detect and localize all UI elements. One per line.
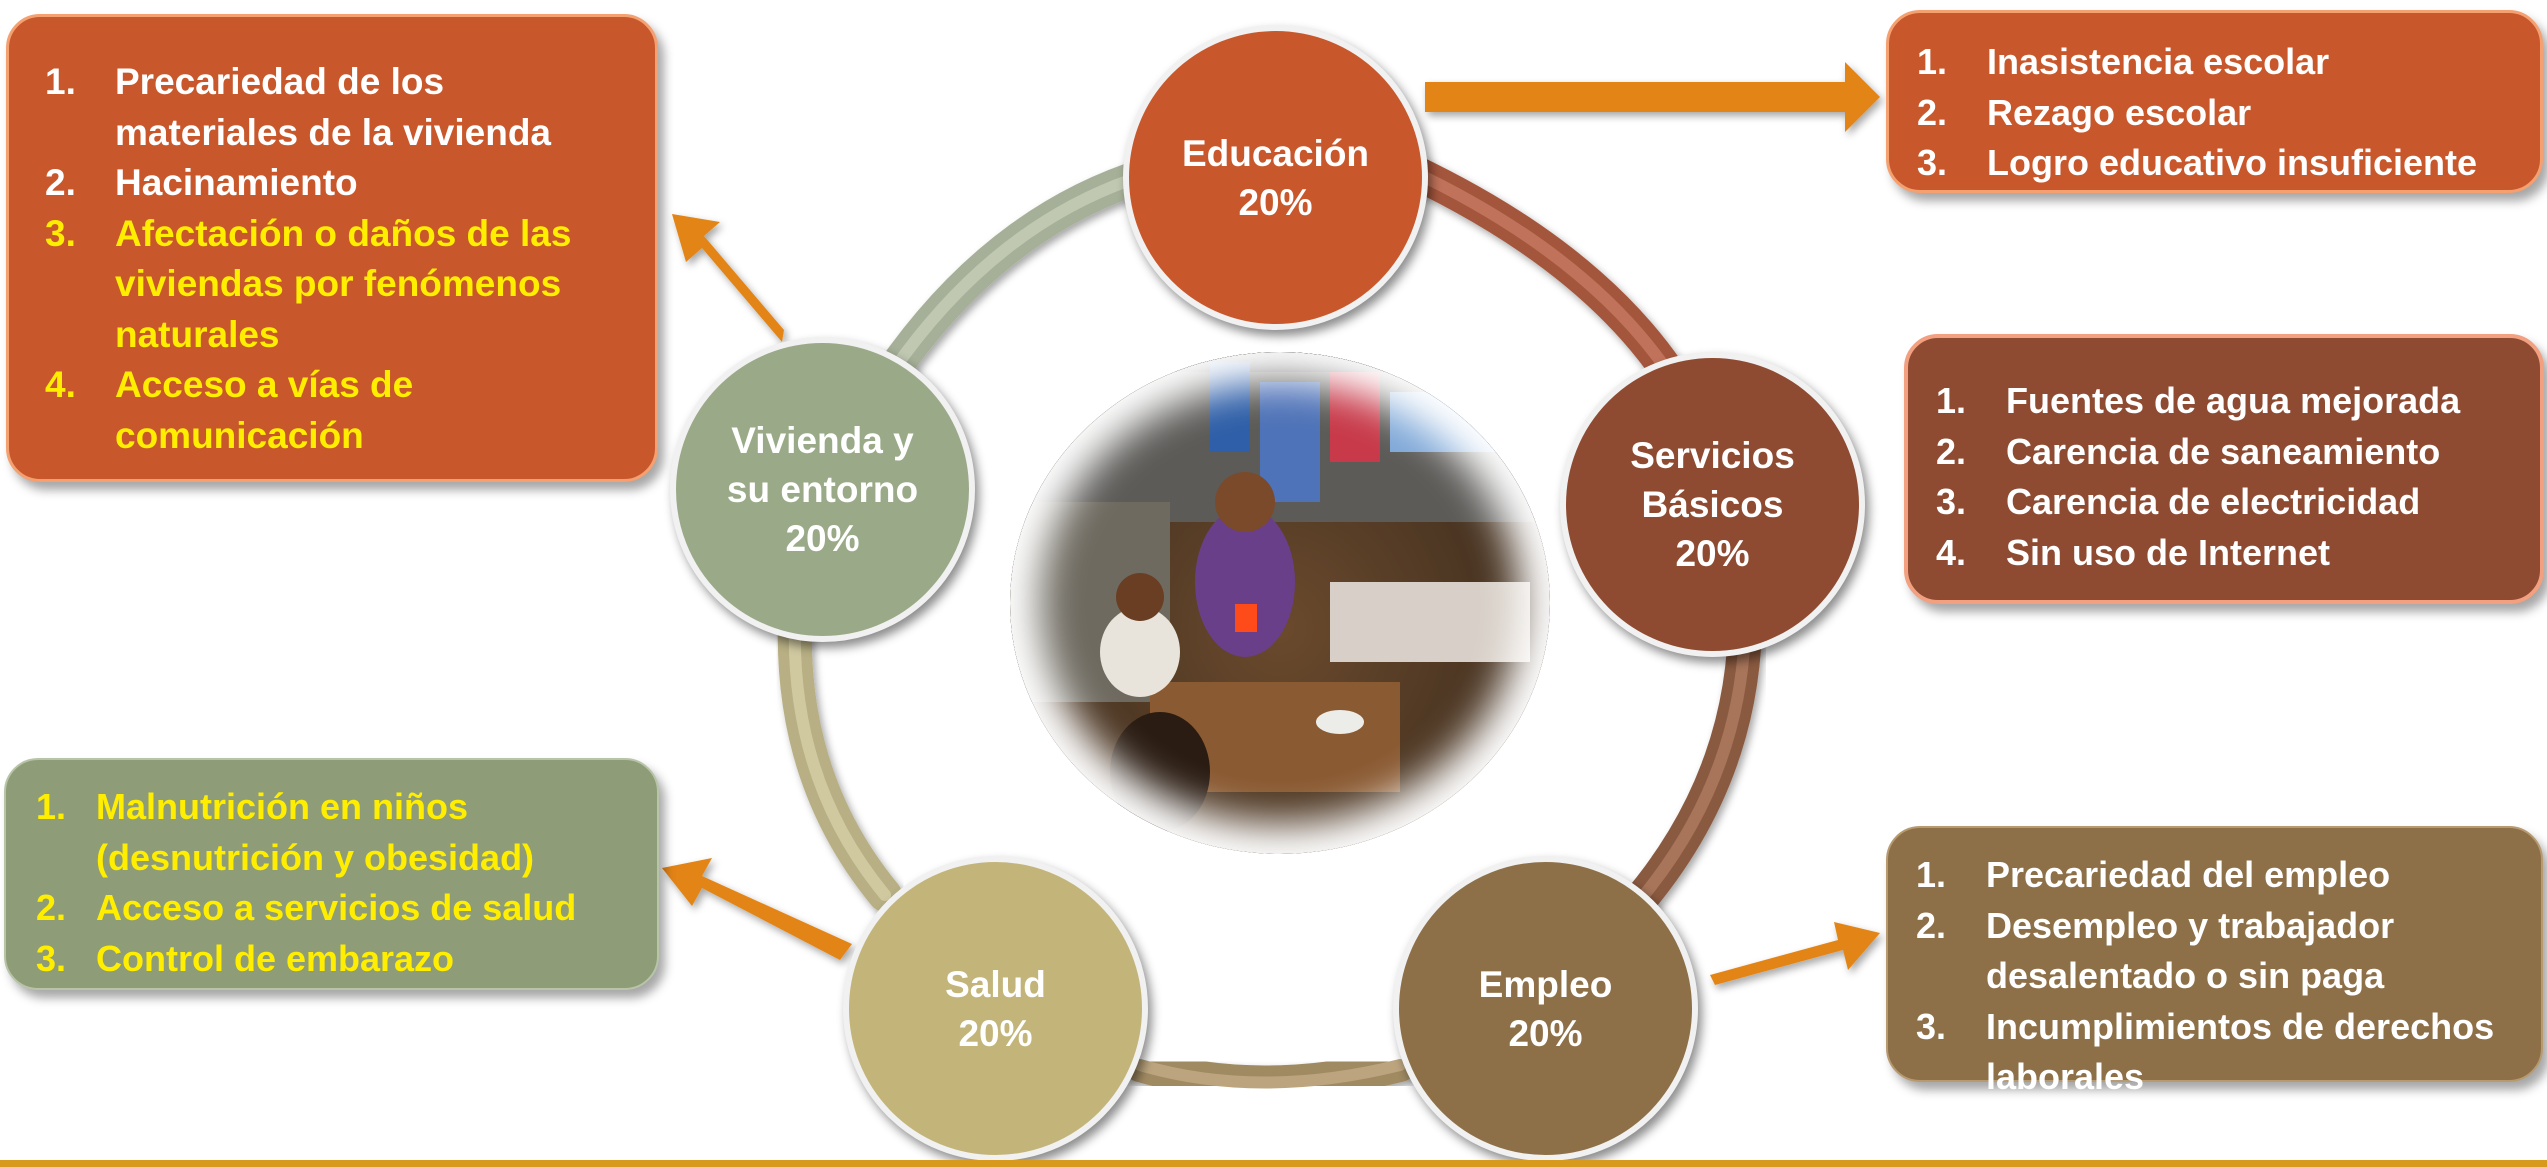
indicator-number: 1.	[1936, 380, 1967, 421]
photo-illustration	[1010, 352, 1550, 832]
node-empleo-pct: 20%	[1508, 1012, 1583, 1054]
list-servicios: 1. Fuentes de agua mejorada 2. Carencia de …	[1936, 376, 2520, 578]
indicator-vivienda-3: 3. Afectación o daños de las viviendas po…	[45, 209, 625, 361]
node-salud-label: Salud	[945, 963, 1046, 1005]
indicator-vivienda-2: 2. Hacinamiento	[45, 158, 625, 209]
node-vivienda: Vivienda y su entorno 20%	[670, 337, 975, 642]
node-servicios: Servicios Básicos 20%	[1560, 352, 1865, 657]
indicator-salud-3: 3. Control de embarazo	[36, 934, 637, 985]
indicator-number: 2.	[1917, 91, 1948, 133]
indicator-number: 3.	[36, 937, 67, 979]
indicator-number: 1.	[36, 786, 67, 827]
indicator-number: 4.	[1936, 531, 1967, 573]
box-servicios-indicators: 1. Fuentes de agua mejorada 2. Carencia de …	[1904, 334, 2544, 604]
indicator-number: 3.	[1936, 481, 1967, 522]
list-salud: 1. Malnutrición en niños (desnutrición y …	[36, 782, 637, 984]
indicator-number: 2.	[1916, 904, 1947, 946]
indicator-number: 1.	[1916, 854, 1947, 895]
indicator-text: Afectación o daños de las viviendas por …	[115, 212, 572, 355]
node-empleo: Empleo 20%	[1393, 856, 1698, 1161]
indicator-vivienda-4: 4. Acceso a vías de comunicación	[45, 360, 625, 461]
ring-segment-vivienda-educacion	[873, 163, 1147, 392]
list-empleo: 1. Precariedad del empleo 2. Desempleo y tr…	[1916, 850, 2521, 1103]
list-vivienda: 1. Precariedad de los materiales de la vi…	[45, 57, 625, 461]
indicator-salud-2: 2. Acceso a servicios de salud	[36, 883, 637, 934]
arrow-educacion	[1425, 62, 1880, 132]
indicator-servicios-1: 1. Fuentes de agua mejorada	[1936, 376, 2520, 427]
indicator-text: Precariedad del empleo	[1986, 854, 2391, 895]
arrow-empleo	[1710, 922, 1880, 985]
indicator-empleo-2: 2. Desempleo y trabajador desalentado o s…	[1916, 901, 2521, 1002]
indicator-text: Hacinamiento	[115, 162, 358, 203]
arrow-vivienda	[672, 214, 784, 342]
indicator-number: 4.	[45, 364, 76, 405]
indicator-text: Carencia de electricidad	[2006, 481, 2421, 522]
indicator-number: 3.	[1916, 1005, 1947, 1047]
ring-segment-educacion-servicios	[1393, 153, 1697, 407]
box-empleo-indicators: 1. Precariedad del empleo 2. Desempleo y tr…	[1886, 826, 2543, 1097]
indicator-text: Desempleo y trabajador desalentado o sin…	[1986, 904, 2395, 997]
indicator-number: 3.	[1917, 142, 1948, 183]
node-servicios-pct: 20%	[1675, 533, 1750, 574]
box-vivienda-indicators: 1. Precariedad de los materiales de la vi…	[6, 14, 658, 482]
indicator-educacion-1: 1. Inasistencia escolar	[1917, 37, 2520, 88]
indicator-text: Sin uso de Internet	[2006, 531, 2331, 573]
indicator-number: 1.	[1917, 41, 1948, 82]
indicator-number: 2.	[36, 887, 67, 928]
indicator-text: Malnutrición en niños (desnutrición y ob…	[96, 786, 535, 878]
node-salud-pct: 20%	[958, 1012, 1033, 1054]
center-photo-family	[1010, 352, 1550, 854]
indicator-empleo-3: 3. Incumplimientos de derechos laborales	[1916, 1002, 2521, 1103]
bottom-accent-line	[0, 1160, 2547, 1167]
node-vivienda-label: Vivienda y su entorno	[726, 420, 919, 510]
indicator-text: Inasistencia escolar	[1987, 41, 2330, 82]
node-empleo-label: Empleo	[1478, 963, 1613, 1005]
indicator-text: Precariedad de los materiales de la vivi…	[115, 61, 552, 153]
arrow-salud	[662, 858, 852, 960]
list-educacion: 1. Inasistencia escolar 2. Rezago escolar 3.…	[1917, 37, 2520, 189]
indicator-educacion-2: 2. Rezago escolar	[1917, 88, 2520, 139]
node-educacion-pct: 20%	[1238, 181, 1313, 223]
node-educacion-label: Educación	[1181, 132, 1370, 174]
indicator-text: Control de embarazo	[96, 937, 455, 979]
box-educacion-indicators: 1. Inasistencia escolar 2. Rezago escolar 3.…	[1886, 10, 2543, 193]
box-salud-indicators: 1. Malnutrición en niños (desnutrición y …	[4, 758, 659, 990]
indicator-text: Carencia de saneamiento	[2006, 430, 2441, 472]
indicator-salud-1: 1. Malnutrición en niños (desnutrición y …	[36, 782, 637, 883]
indicator-number: 3.	[45, 212, 76, 254]
indicator-number: 2.	[45, 162, 76, 203]
node-educacion: Educación 20%	[1123, 25, 1428, 330]
ring-segment-servicios-empleo	[1623, 613, 1762, 917]
indicator-number: 2.	[1936, 430, 1967, 472]
indicator-empleo-1: 1. Precariedad del empleo	[1916, 850, 2521, 901]
indicator-text: Rezago escolar	[1987, 91, 2252, 133]
indicator-text: Logro educativo insuficiente	[1987, 142, 2478, 183]
indicator-servicios-4: 4. Sin uso de Internet	[1936, 528, 2520, 579]
node-salud: Salud 20%	[843, 856, 1148, 1161]
node-servicios-label: Servicios Básicos	[1630, 435, 1795, 525]
indicator-text: Fuentes de agua mejorada	[2006, 380, 2461, 421]
indicator-vivienda-1: 1. Precariedad de los materiales de la vi…	[45, 57, 625, 158]
indicator-servicios-2: 2. Carencia de saneamiento	[1936, 427, 2520, 478]
indicator-text: Incumplimientos de derechos laborales	[1986, 1005, 2495, 1098]
node-vivienda-pct: 20%	[785, 518, 860, 559]
indicator-number: 1.	[45, 61, 76, 102]
indicator-text: Acceso a servicios de salud	[96, 887, 577, 928]
indicator-educacion-3: 3. Logro educativo insuficiente	[1917, 138, 2520, 189]
indicator-servicios-3: 3. Carencia de electricidad	[1936, 477, 2520, 528]
indicator-text: Acceso a vías de comunicación	[115, 364, 414, 456]
